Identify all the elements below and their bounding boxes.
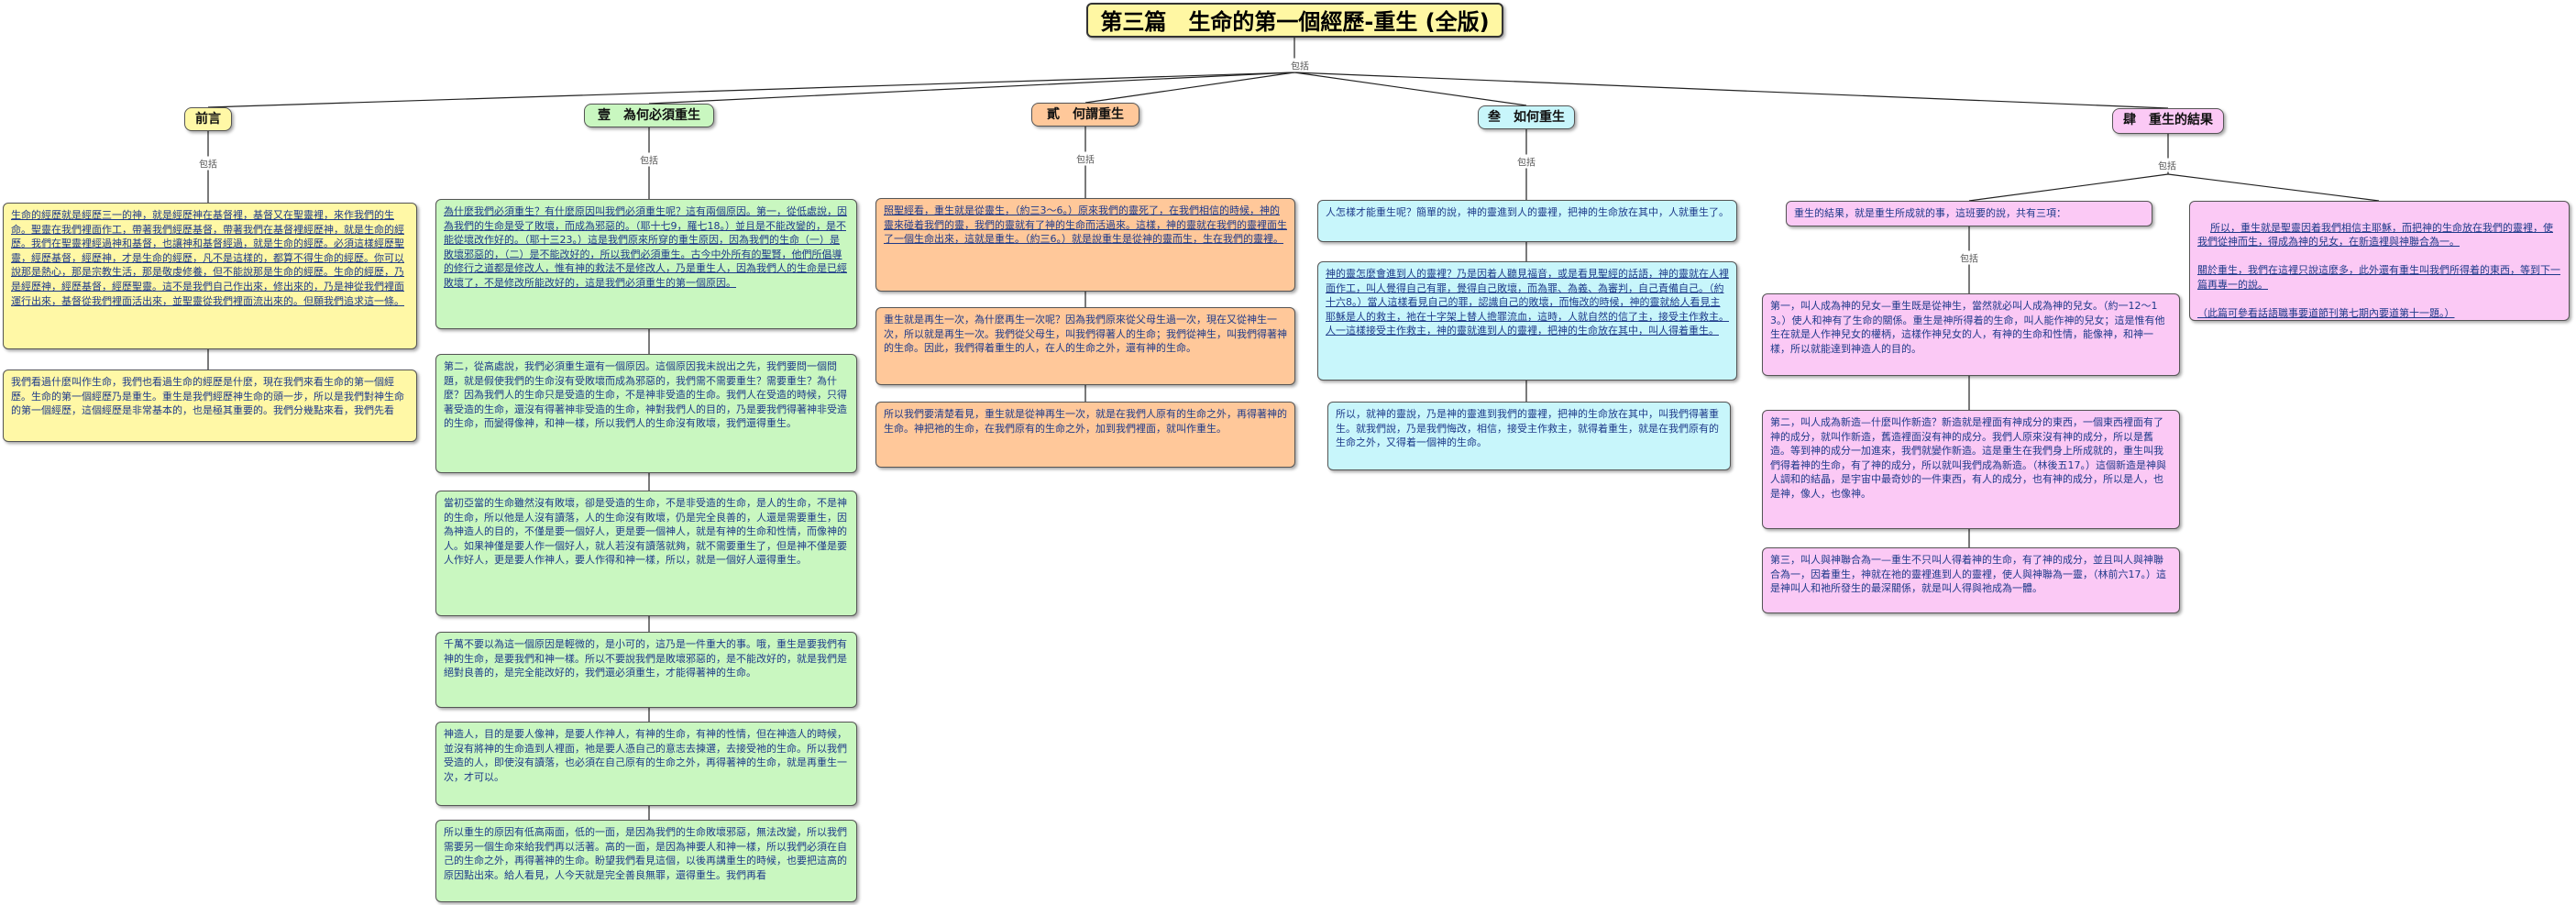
result-main-text: 重生的結果，就是重生所成就的事，這班要的說，共有三項： <box>1794 207 2066 219</box>
result-item-1-text: 第一，叫人成為神的兒女—重生既是從神生，當然就必叫人成為神的兒女。（約一12～1… <box>1770 300 2165 355</box>
result-item-2[interactable]: 第二，叫人成為新造—什麼叫作新造？新造就是裡面有神成分的東西，一個東西裡面有了神… <box>1762 410 2180 529</box>
why-node-3-text: 當初亞當的生命雖然沒有敗壞，卻是受造的生命，不是非受造的生命，是人的生命，不是神… <box>444 497 847 567</box>
result-side-node[interactable]: 所以，重生就是聖靈因着我們相信主耶穌，而把神的生命放在我們的靈裡，使我們從神而生… <box>2189 201 2570 321</box>
why-node-1-text: 為什麼我們必須重生？有什麼原因叫我們必須重生呢？這有兩個原因。第一，從低處說，因… <box>444 205 847 290</box>
foreword-node-2-text: 我們看過什麼叫作生命，我們也看過生命的經歷是什麼，現在我們來看生命的第一個經歷。… <box>11 376 404 417</box>
root-connector-label: 包括 <box>1289 58 1311 72</box>
connector-line-2 <box>648 72 1295 105</box>
connector-line-1 <box>207 72 1295 108</box>
what-node-2-text: 重生就是再生一次，為什麼再生一次呢？因為我們原來從父母生過一次，現在又從神生一次… <box>884 314 1287 355</box>
foreword-node-1-text: 生命的經歷就是經歷三一的神，就是經歷神在基督裡，基督又在聖靈裡，來作我們的生命。… <box>11 209 404 307</box>
branch-why-connector-label: 包括 <box>638 152 660 167</box>
branch-result-label: 肆 重生的結果 <box>2123 113 2213 127</box>
branch-foreword-connector-label: 包括 <box>197 156 219 171</box>
connector-line-12 <box>2167 173 2380 202</box>
result-item-3[interactable]: 第三，叫人與神聯合為一—重生不只叫人得着神的生命，有了神的成分，並且叫人與神聯合… <box>1762 547 2180 613</box>
how-node-3-text: 所以，就神的靈說，乃是神的靈進到我們的靈裡，把神的生命放在其中，叫我們得著重生。… <box>1336 408 1719 449</box>
why-node-2-text: 第二，從高處說，我們必須重生還有一個原因。這個原因我未說出之先，我們要問一個問題… <box>444 360 847 430</box>
how-node-2-text: 神的靈怎麼會進到人的靈裡？乃是因着人聽見福音，或是看見聖經的話語，神的靈就在人裡… <box>1326 268 1729 337</box>
result-item-1[interactable]: 第一，叫人成為神的兒女—重生既是從神生，當然就必叫人成為神的兒女。（約一12～1… <box>1762 293 2180 376</box>
branch-what-is-regeneration[interactable]: 貳 何謂重生 <box>1031 103 1139 127</box>
why-node-2[interactable]: 第二，從高處說，我們必須重生還有一個原因。這個原因我未說出之先，我們要問一個問題… <box>435 354 857 473</box>
branch-how-regeneration[interactable]: 叁 如何重生 <box>1478 105 1575 129</box>
connector-line-3 <box>1084 72 1295 104</box>
what-node-2[interactable]: 重生就是再生一次，為什麼再生一次呢？因為我們原來從父母生過一次，現在又從神生一次… <box>875 307 1295 385</box>
connector-line-11 <box>1968 173 2169 202</box>
branch-result-regeneration[interactable]: 肆 重生的結果 <box>2112 108 2224 134</box>
why-node-3[interactable]: 當初亞當的生命雖然沒有敗壞，卻是受造的生命，不是非受造的生命，是人的生命，不是神… <box>435 491 857 616</box>
what-node-1-text: 照聖經看，重生就是從靈生，（約三3～6。）原來我們的靈死了，在我們相信的時候，神… <box>884 204 1287 246</box>
how-node-1[interactable]: 人怎樣才能重生呢？簡單的說，神的靈進到人的靈裡，把神的生命放在其中，人就重生了。 <box>1317 200 1737 242</box>
branch-why-regeneration-label: 壹 為何必須重生 <box>598 108 700 123</box>
why-node-5-text: 神造人，目的是要人像神，是要人作神人，有神的生命，有神的性情，但在神造人的時候，… <box>444 728 847 783</box>
why-node-4[interactable]: 千萬不要以為這一個原因是輕微的，是小可的，這乃是一件重大的事。哦，重生是要我們有… <box>435 632 857 708</box>
result-items-connector-label: 包括 <box>1958 250 1980 265</box>
why-node-5[interactable]: 神造人，目的是要人像神，是要人作神人，有神的生命，有神的性情，但在神造人的時候，… <box>435 722 857 806</box>
root-title-text: 第三篇 生命的第一個經歷-重生 (全版) <box>1100 9 1490 35</box>
branch-what-label: 貳 何謂重生 <box>1047 107 1124 122</box>
foreword-node-2[interactable]: 我們看過什麼叫作生命，我們也看過生命的經歷是什麼，現在我們來看生命的第一個經歷。… <box>3 370 417 442</box>
why-node-6[interactable]: 所以重生的原因有低高兩面，低的一面，是因為我們的生命敗壞邪惡，無法改變，所以我們… <box>435 820 857 902</box>
connector-line-5 <box>1294 72 2169 109</box>
branch-what-connector-label: 包括 <box>1074 151 1096 166</box>
result-item-3-text: 第三，叫人與神聯合為一—重生不只叫人得着神的生命，有了神的成分，並且叫人與神聯合… <box>1770 554 2166 595</box>
how-node-1-text: 人怎樣才能重生呢？簡單的說，神的靈進到人的靈裡，把神的生命放在其中，人就重生了。 <box>1326 206 1729 218</box>
what-node-3[interactable]: 所以我們要清楚看見，重生就是從神再生一次，就是在我們人原有的生命之外，再得著神的… <box>875 402 1295 468</box>
how-node-3[interactable]: 所以，就神的靈說，乃是神的靈進到我們的靈裡，把神的生命放在其中，叫我們得著重生。… <box>1327 402 1731 470</box>
foreword-node-1[interactable]: 生命的經歷就是經歷三一的神，就是經歷神在基督裡，基督又在聖靈裡，來作我們的生命。… <box>3 203 417 349</box>
branch-result-connector-label: 包括 <box>2156 158 2178 172</box>
branch-how-label: 叁 如何重生 <box>1488 110 1565 125</box>
why-node-4-text: 千萬不要以為這一個原因是輕微的，是小可的，這乃是一件重大的事。哦，重生是要我們有… <box>444 638 847 679</box>
branch-why-regeneration[interactable]: 壹 為何必須重生 <box>584 104 714 127</box>
why-node-1[interactable]: 為什麼我們必須重生？有什麼原因叫我們必須重生呢？這有兩個原因。第一，從低處說，因… <box>435 199 857 329</box>
result-side-text: 所以，重生就是聖靈因着我們相信主耶穌，而把神的生命放在我們的靈裡，使我們從神而生… <box>2197 221 2560 320</box>
branch-foreword-label: 前言 <box>195 112 221 127</box>
why-node-6-text: 所以重生的原因有低高兩面，低的一面，是因為我們的生命敗壞邪惡，無法改變，所以我們… <box>444 826 847 881</box>
branch-foreword[interactable]: 前言 <box>184 107 232 131</box>
what-node-3-text: 所以我們要清楚看見，重生就是從神再生一次，就是在我們人原有的生命之外，再得著神的… <box>884 408 1287 435</box>
root-title-node[interactable]: 第三篇 生命的第一個經歷-重生 (全版) <box>1086 3 1503 38</box>
result-item-2-text: 第二，叫人成為新造—什麼叫作新造？新造就是裡面有神成分的東西，一個東西裡面有了神… <box>1770 416 2166 501</box>
what-node-1[interactable]: 照聖經看，重生就是從靈生，（約三3～6。）原來我們的靈死了，在我們相信的時候，神… <box>875 198 1295 292</box>
connector-line-4 <box>1294 72 1527 106</box>
how-node-2[interactable]: 神的靈怎麼會進到人的靈裡？乃是因着人聽見福音，或是看見聖經的話語，神的靈就在人裡… <box>1317 261 1737 381</box>
result-main-node[interactable]: 重生的結果，就是重生所成就的事，這班要的說，共有三項： <box>1786 201 2152 226</box>
branch-how-connector-label: 包括 <box>1515 154 1537 169</box>
